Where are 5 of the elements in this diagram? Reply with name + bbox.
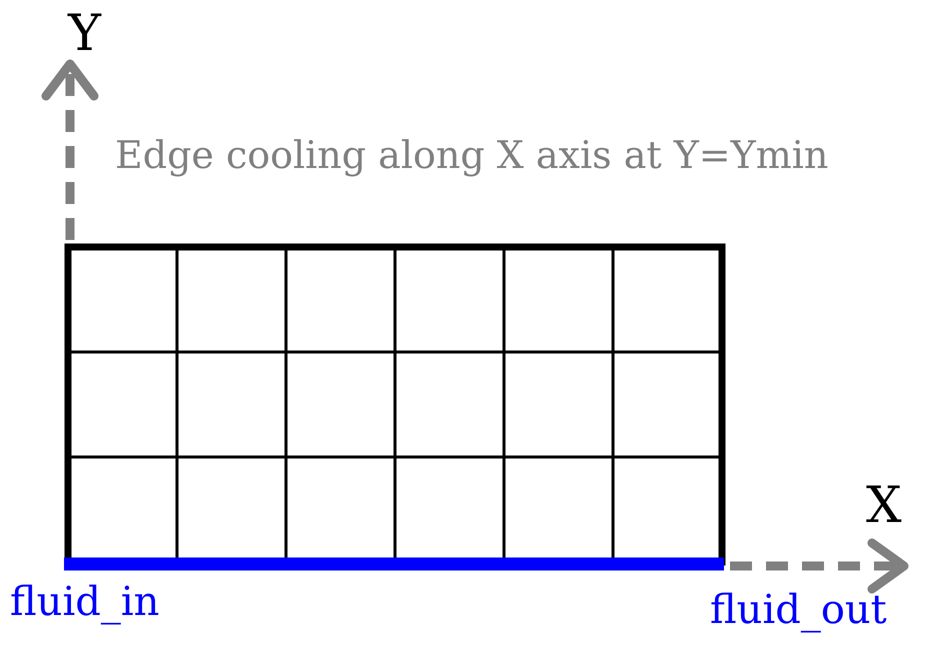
outlet-label: fluid_out xyxy=(710,590,887,630)
inlet-label: fluid_in xyxy=(10,582,160,622)
axis-label: X xyxy=(866,480,902,530)
axis-label: Y xyxy=(68,8,102,58)
note-text: Edge cooling along X axis at Y=Ymin xyxy=(115,136,828,174)
